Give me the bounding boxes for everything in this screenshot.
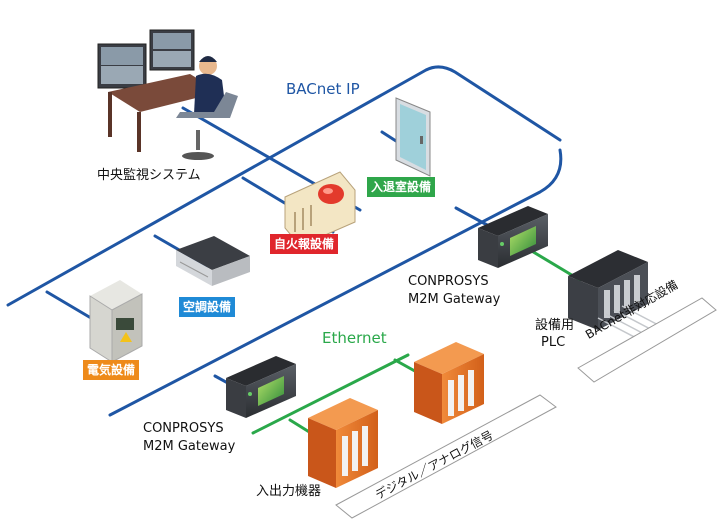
ethernet-label: Ethernet [322, 329, 387, 347]
hvac-unit-icon [176, 236, 250, 286]
bacnet-ip-label: BACnet IP [286, 80, 360, 98]
io-module-icon [414, 342, 484, 424]
fire-alarm-icon [284, 171, 356, 247]
bacnet-incompatible-box [577, 297, 717, 383]
gateway-top-label-line2: M2M Gateway [408, 292, 501, 307]
fire-alarm-tag: 自火報設備 [270, 234, 339, 254]
io-devices-label: 入出力機器 [256, 484, 322, 499]
gateway-device-icon [226, 356, 296, 418]
plc-label-line1: 設備用 [535, 318, 575, 333]
gateway-device-icon [478, 206, 548, 268]
electrical-tag: 電気設備 [83, 360, 140, 380]
door-icon [395, 97, 431, 177]
gateway-bottom-label-line2: M2M Gateway [143, 439, 236, 454]
access-control-tag: 入退室設備 [367, 177, 436, 197]
hvac-tag: 空調設備 [179, 297, 236, 317]
central-monitoring-label: 中央監視システム [97, 168, 201, 183]
gateway-bottom-label-line1: CONPROSYS [143, 421, 224, 436]
plc-rack-icon [568, 250, 665, 341]
plc-label-line2: PLC [541, 335, 566, 350]
digital-analog-box [335, 394, 557, 519]
operator-workstation-icon [97, 29, 238, 160]
electrical-panel-icon [89, 280, 143, 363]
io-module-icon [308, 398, 378, 488]
gateway-top-label-line1: CONPROSYS [408, 274, 489, 289]
